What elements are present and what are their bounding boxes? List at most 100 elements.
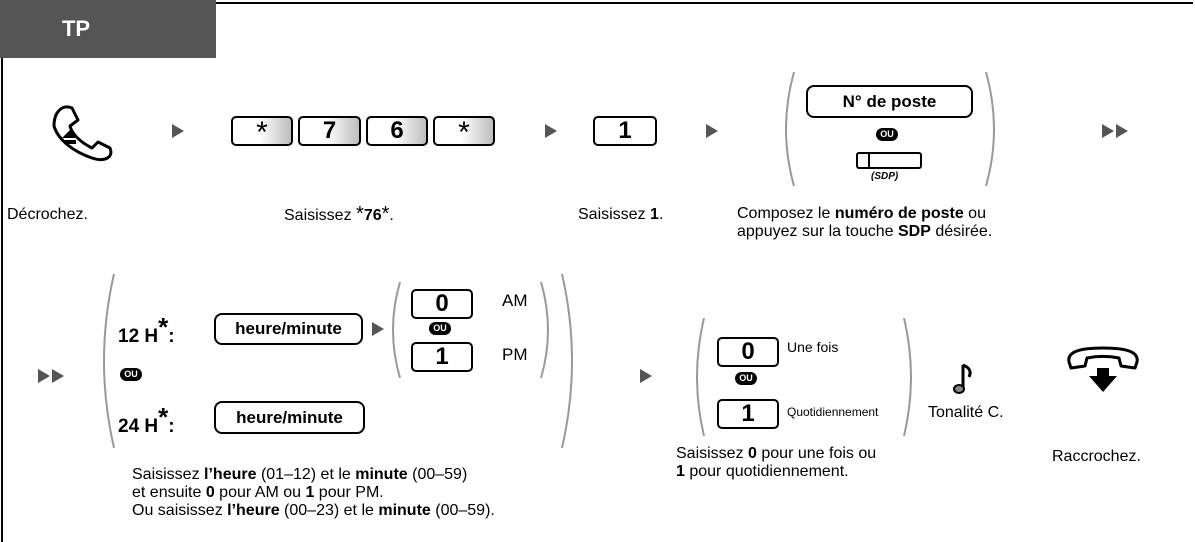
caption-text: . [658,206,664,223]
key-star-label: * [458,116,470,149]
caption-bold: 1 [676,463,685,480]
h12-text: 12 H [118,326,159,347]
caption-bold: minute [378,502,431,519]
caption-text: (00–59) [407,466,468,483]
or-badge: OU [120,368,142,381]
star-symbol: * [356,203,364,225]
bracket-right-small [540,281,549,379]
colon: : [168,326,175,347]
key-1-label: 1 [435,343,449,370]
label-24h: 24 H*: [118,402,175,439]
time-24h-label: heure/minute [236,408,343,427]
key-0: 0 [411,289,473,319]
key-0-label: 0 [435,290,449,317]
caption-dial-code: Saisissez *76*. [284,203,394,225]
caption-bold: minute [355,466,408,483]
asterisk: * [158,312,169,342]
caption-bold: SDP [898,223,931,240]
sdp-key [856,152,922,169]
caption-line: Ou saisissez l’heure (00–23) et le minut… [132,502,495,520]
caption-enter-1: Saisissez 1. [578,205,663,224]
music-note-icon [953,363,972,394]
key-6-label: 6 [390,117,404,144]
time-24h-button: heure/minute [214,401,365,434]
label-pm: PM [502,345,528,364]
caption-time-entry: Saisissez l’heure (01–12) et le minute (… [132,466,495,520]
time-12h-label: heure/minute [235,319,342,338]
continue-arrow [38,369,50,383]
handset-offhook-icon [52,105,113,162]
step-arrow [640,369,652,383]
caption-text: (00–59). [430,502,495,519]
step-arrow [706,124,718,138]
key-6: 6 [366,116,428,146]
sdp-label: (SDP) [871,171,899,182]
caption-text: Composez le [737,205,835,222]
caption-once-or-daily: Saisissez 0 pour une fois ou 1 pour quot… [676,445,876,481]
caption-text: pour une fois ou [756,445,877,462]
label-am: AM [502,291,528,310]
caption-line: et ensuite 0 pour AM ou 1 pour PM. [132,484,495,502]
extension-label: N° de poste [842,92,937,111]
caption-text: Ou saisissez [132,502,228,519]
colon: : [168,416,175,437]
caption-text: Saisissez [676,445,749,462]
step-arrow [172,124,184,138]
step-arrow [545,124,557,138]
bracket-right [561,273,573,449]
caption-text: désirée. [930,223,993,240]
key-1: 1 [411,342,473,372]
caption-text: et ensuite [132,484,206,501]
caption-line: Saisissez l’heure (01–12) et le minute (… [132,466,495,484]
caption-bold: 0 [205,484,215,501]
key-1: 1 [717,399,779,429]
continue-arrow [1102,124,1114,138]
bracket-left [103,273,115,449]
bracket-left [696,317,705,437]
caption-line: Saisissez 0 pour une fois ou [676,445,876,463]
caption-text: Saisissez [578,206,651,223]
key-0-label: 0 [741,338,755,365]
handset-onhook-icon [1067,346,1139,392]
caption-text: (00–23) et le [279,502,379,519]
bracket-right [985,71,995,187]
caption-text: pour quotidiennement. [684,463,849,480]
caption-extension-or-sdp: Composez le numéro de poste ou appuyez s… [737,205,992,241]
header-tab: TP [0,0,216,58]
continue-arrow [52,369,64,383]
bracket-left-small [392,281,401,379]
caption-bold: l’heure [227,502,280,519]
key-star: * [433,116,495,149]
caption-text: (01–12) et le [256,466,356,483]
caption-bold: 1 [305,484,315,501]
key-star-label: * [256,116,268,149]
continue-arrow [1116,124,1128,138]
caption-text: appuyez sur la touche [737,223,898,240]
caption-bold: numéro de poste [834,205,964,222]
caption-line: Composez le numéro de poste ou [737,205,992,223]
key-1: 1 [593,116,657,146]
key-1-label: 1 [618,117,632,144]
caption-text: . [389,207,394,224]
or-badge: OU [735,372,757,385]
caption-bold: 1 [650,206,659,223]
code-bold: 76 [363,207,382,224]
key-1-label: 1 [741,400,755,427]
sdp-key-divider [868,154,870,167]
caption-text: pour AM ou [214,484,306,501]
caption-text: Saisissez [284,207,357,224]
caption-text: Saisissez [132,466,205,483]
or-badge: OU [429,322,451,335]
caption-bold: l’heure [204,466,257,483]
caption-line: appuyez sur la touche SDP désirée. [737,223,992,241]
label-daily: Quotidiennement [787,405,879,419]
time-12h-button: heure/minute [214,313,363,345]
h24-text: 24 H [118,416,159,437]
caption-text: pour PM. [314,484,384,501]
caption-bold: 0 [748,445,757,462]
bracket-left [785,71,795,187]
extension-number-button: N° de poste [806,85,973,118]
bracket-right [903,317,912,437]
tone-label: Tonalité C. [928,404,1004,421]
key-7-label: 7 [322,117,337,144]
